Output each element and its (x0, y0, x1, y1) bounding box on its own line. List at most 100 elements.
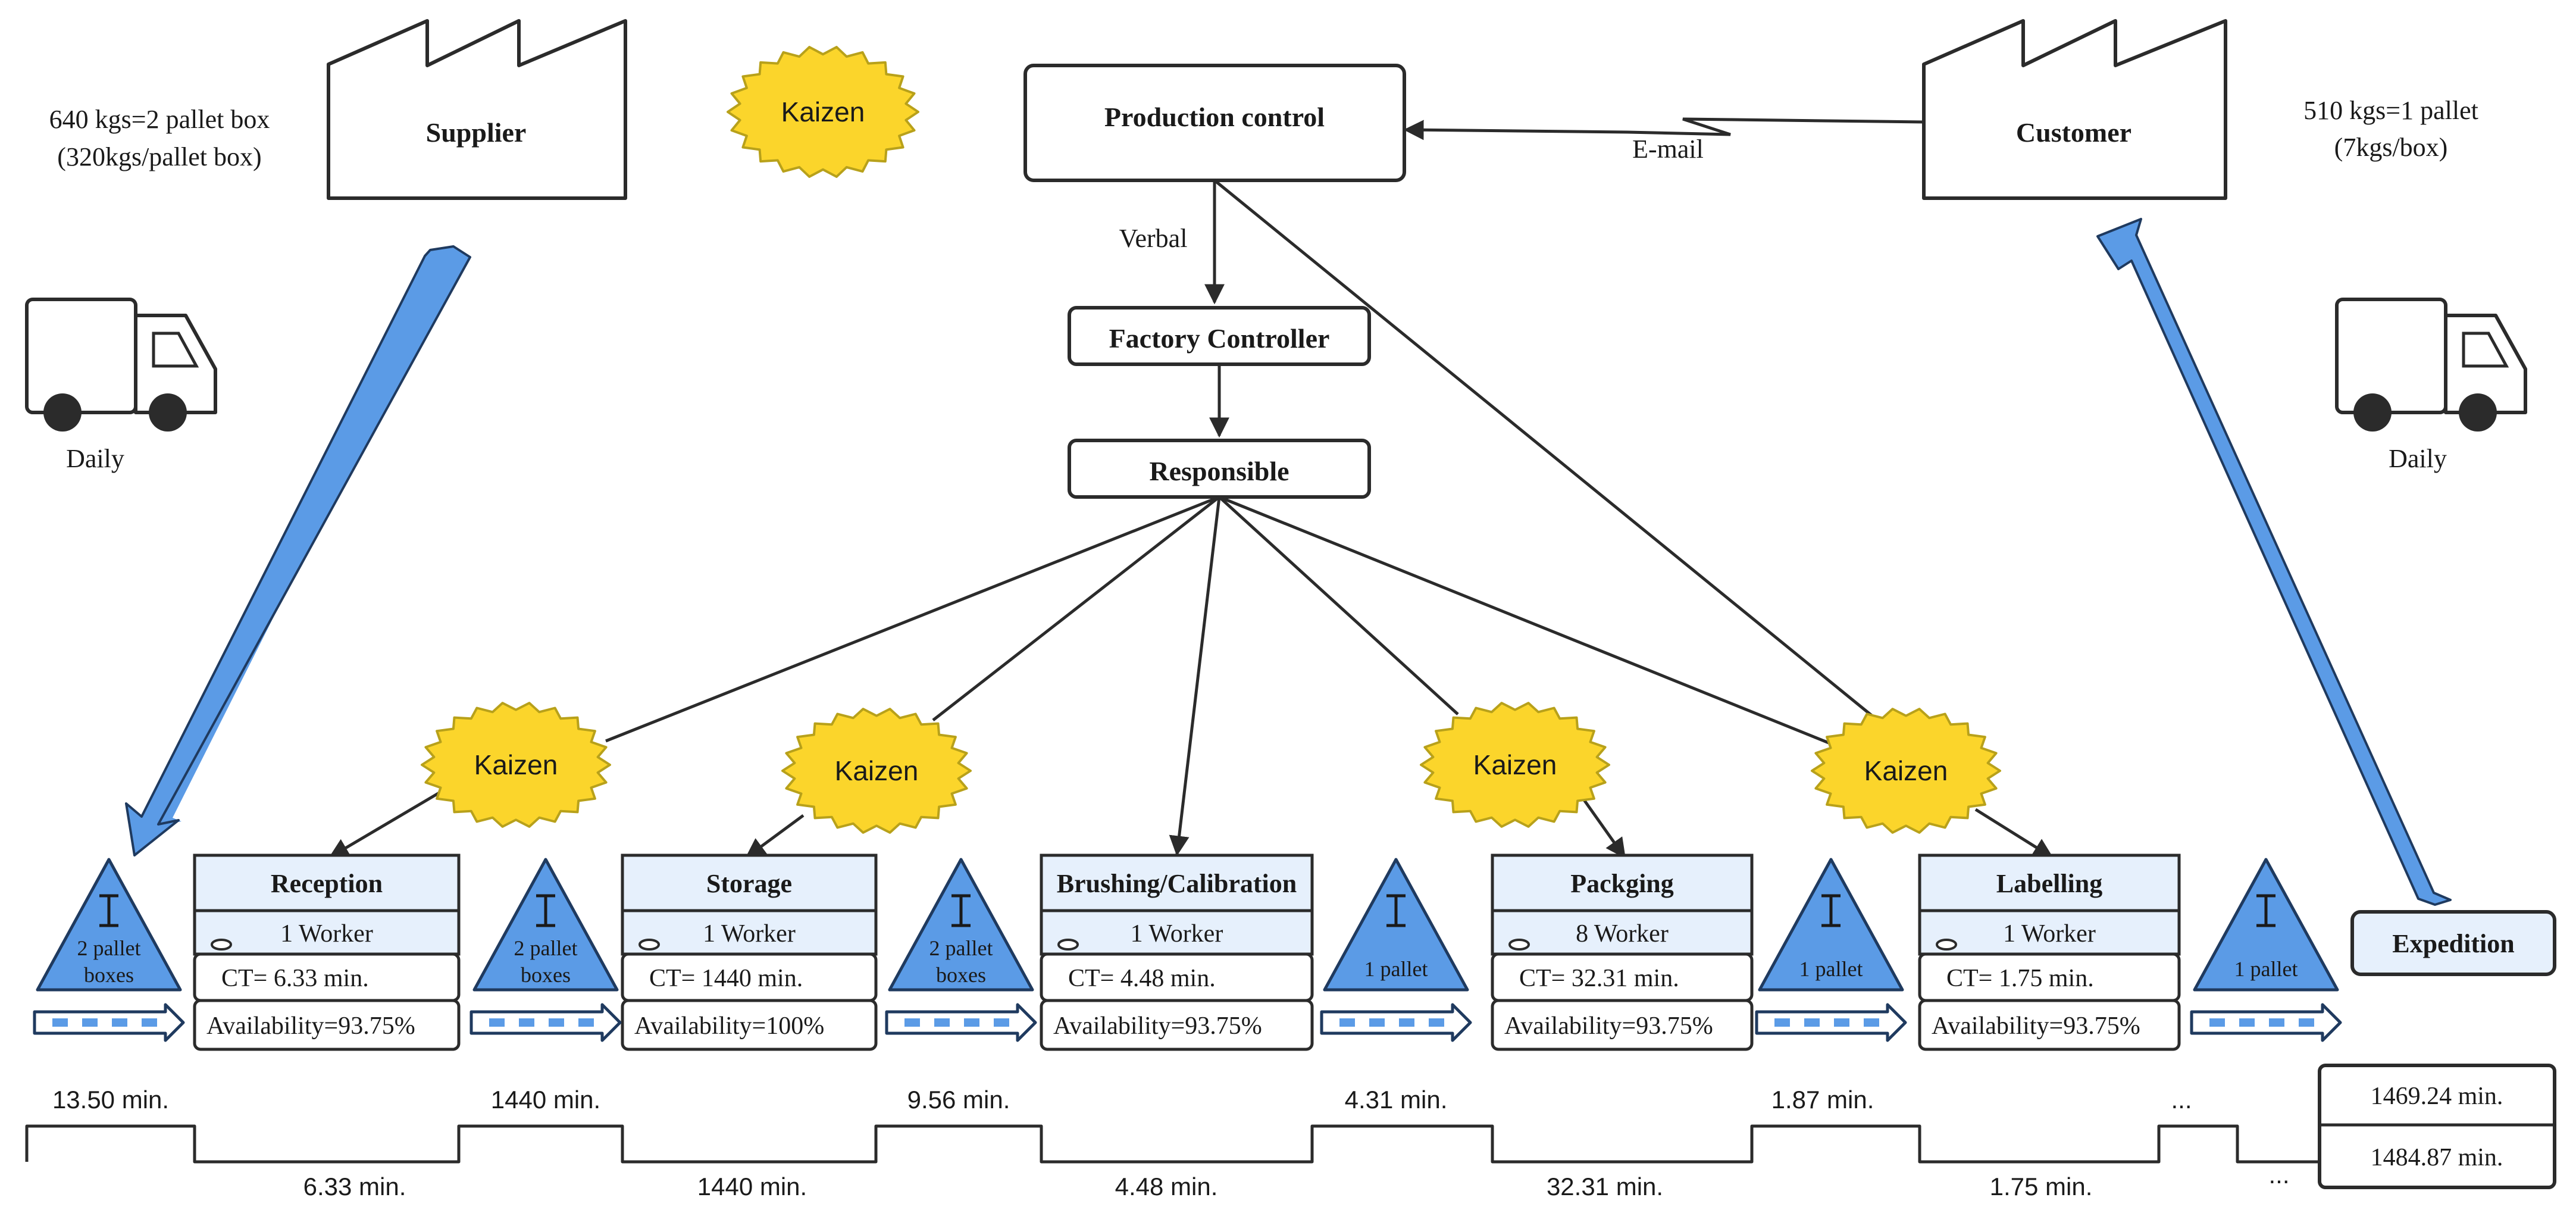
process-workers: 1 Worker (703, 920, 796, 948)
timeline-wait-time: 13.50 min. (52, 1086, 169, 1114)
production-control-label: Production control (1104, 102, 1325, 132)
process-workers: 1 Worker (2003, 920, 2096, 948)
factory-icon (1922, 19, 2227, 200)
push-arrow-icon (2190, 1003, 2342, 1042)
expedition-label: Expedition (2392, 929, 2514, 958)
supplier-note-line1: 640 kgs=2 pallet box (49, 105, 270, 134)
kaizen-burst-top: Kaizen (727, 46, 919, 178)
timeline-wait-time: 9.56 min. (907, 1086, 1010, 1114)
inventory-qty-line2: boxes (521, 963, 571, 987)
inventory-triangle: 1 pallet (2193, 858, 2339, 992)
inventory-qty-line1: 1 pallet (1799, 957, 1863, 981)
push-arrow-icon (469, 1003, 622, 1042)
timeline-wait-time: 1440 min. (491, 1086, 600, 1114)
process-availability: Availability=93.75% (1504, 1012, 1713, 1040)
timeline-wait-time: 1.87 min. (1771, 1086, 1874, 1114)
timeline: 13.50 min. 1440 min. 9.56 min. 4.31 min. 1.8… (25, 1086, 2320, 1201)
process-cycle-time: CT= 32.31 min. (1519, 965, 1679, 992)
inventory-qty-line2: boxes (84, 963, 134, 987)
timeline-process-time: 32.31 min. (1547, 1173, 1663, 1201)
responsible-fan-out (328, 495, 2054, 859)
timeline-wait-time: ... (2171, 1086, 2192, 1114)
kaizen-burst-shape (1811, 708, 2001, 834)
process-worker-row (621, 909, 878, 956)
supplier-note-line2: (320kgs/pallet box) (57, 142, 261, 171)
process-availability: Availability=100% (634, 1012, 824, 1040)
shipment-to-customer-arrow (2096, 218, 2452, 906)
operator-icon (1057, 939, 1079, 951)
timeline-ladder (25, 1124, 2320, 1164)
process-availability-row (193, 999, 461, 1051)
expedition-box: Expedition (2350, 910, 2556, 976)
push-arrow-icon (1755, 1003, 1907, 1042)
process-availability-row (1491, 999, 1754, 1051)
process-availability: Availability=93.75% (206, 1012, 415, 1040)
totals-box: 1469.24 min. 1484.87 min. (2318, 1064, 2556, 1189)
truck-left-label: Daily (66, 444, 124, 473)
kaizen-burst-1: Kaizen (421, 702, 611, 828)
inventory-triangle: 1 pallet (1758, 858, 1904, 992)
factory-icon (327, 19, 627, 200)
timeline-wait-time: 4.31 min. (1345, 1086, 1448, 1114)
supplier-factory: Supplier (327, 19, 627, 200)
email-label: E-mail (1632, 135, 1704, 164)
total-lead-time: 1469.24 min. (2371, 1083, 2503, 1110)
process-name: Labelling (1996, 869, 2103, 898)
truck-icon (2335, 298, 2527, 432)
kaizen-label: Kaizen (781, 96, 865, 127)
kaizen-burst-shape (421, 702, 611, 828)
process-name: Brushing/Calibration (1057, 869, 1297, 898)
inventory-triangle: 2 pallet boxes (472, 858, 619, 992)
timeline-process-time: ... (2268, 1161, 2289, 1189)
push-arrow-icon (33, 1003, 185, 1042)
process-availability-row (621, 999, 878, 1051)
inventory-qty-line2: boxes (936, 963, 986, 987)
kaizen-burst-shape (1420, 702, 1610, 828)
customer-note-line2: (7kgs/box) (2334, 133, 2448, 162)
process-cycle-time: CT= 1.75 min. (1946, 965, 2094, 992)
operator-icon (1508, 939, 1530, 951)
push-arrow-icon (1320, 1003, 1472, 1042)
verbal-label: Verbal (1119, 224, 1188, 253)
supplier-shipment-arrow (125, 245, 471, 856)
supplier-label: Supplier (426, 117, 527, 148)
customer-factory: Customer (1922, 19, 2227, 200)
total-process-time: 1484.87 min. (2371, 1144, 2503, 1171)
process-availability: Availability=93.75% (1053, 1012, 1262, 1040)
production-control-to-labelling-line (1213, 179, 1885, 726)
process-availability-row (1040, 999, 1314, 1051)
inventory-triangle: 2 pallet boxes (888, 858, 1034, 992)
process-header (1918, 854, 2181, 912)
kaizen-burst-3: Kaizen (1420, 702, 1610, 828)
factory-controller-box: Factory Controller (1068, 306, 1371, 366)
inventory-qty-line1: 1 pallet (2234, 957, 2298, 981)
process-cycle-time: CT= 4.48 min. (1068, 965, 1216, 992)
inventory-qty-line1: 2 pallet (514, 936, 578, 960)
customer-label: Customer (2016, 117, 2131, 148)
kaizen-burst-shape (727, 46, 919, 178)
process-worker-row (1040, 909, 1314, 956)
process-availability-row (1918, 999, 2181, 1051)
process-name: Reception (271, 869, 383, 898)
timeline-process-time: 4.48 min. (1115, 1173, 1218, 1201)
process-availability: Availability=93.75% (1932, 1012, 2140, 1040)
responsible-label: Responsible (1149, 456, 1289, 486)
kaizen-burst-4: Kaizen (1811, 708, 2001, 834)
process-cycle-time: CT= 1440 min. (649, 965, 803, 992)
process-name: Packging (1570, 869, 1674, 898)
process-name: Storage (706, 869, 792, 898)
kaizen-label: Kaizen (1473, 749, 1557, 780)
inventory-qty-line1: 2 pallet (929, 936, 993, 960)
truck-icon (25, 298, 217, 432)
timeline-process-time: 1440 min. (697, 1173, 807, 1201)
verbal-info-flow: Verbal (1119, 180, 1225, 305)
